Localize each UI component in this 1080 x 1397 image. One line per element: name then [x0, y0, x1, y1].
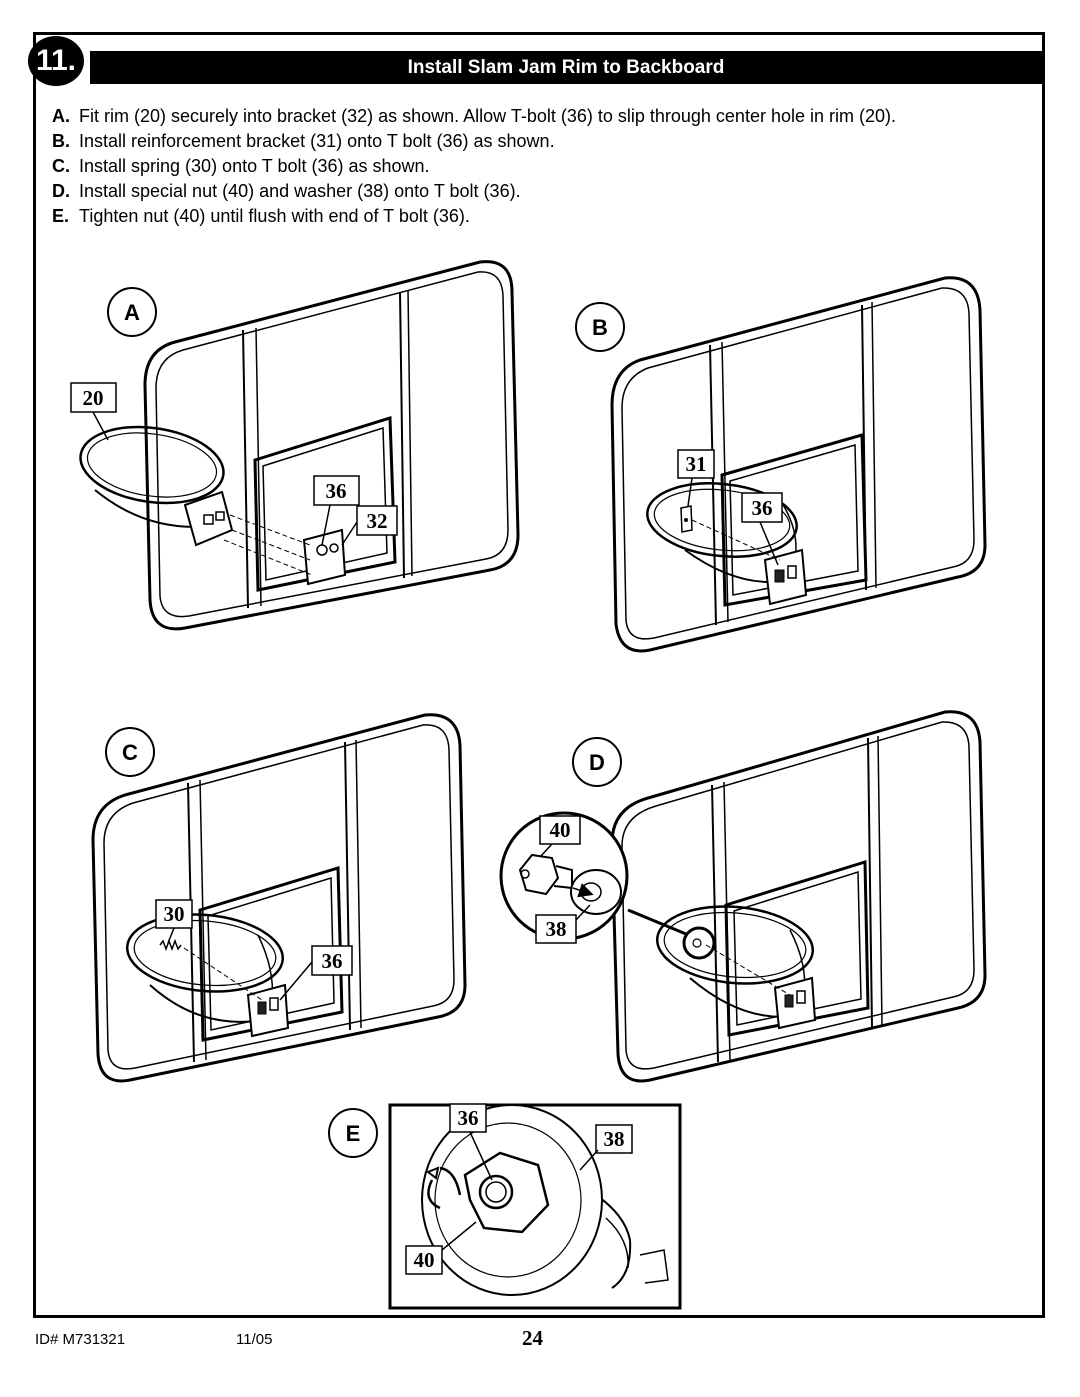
page-frame: [33, 32, 1045, 1318]
part-callout-number: 38: [604, 1127, 625, 1151]
bracket-32-a: [302, 528, 347, 586]
panel-c: C 30 36: [91, 713, 467, 1083]
instruction-letter: C.: [52, 156, 70, 176]
document-id: ID# M731321: [35, 1331, 126, 1348]
instruction-list: A. Fit rim (20) securely into bracket (3…: [52, 104, 1037, 229]
step-number-badge: 11.: [28, 36, 84, 86]
instruction-text: Install reinforcement bracket (31) onto …: [79, 131, 555, 151]
panel-label: A: [124, 300, 140, 325]
part-callout-number: 38: [546, 917, 567, 941]
part-callout-number: 32: [367, 509, 388, 533]
part-callout-box: [741, 492, 783, 523]
panel-label: D: [589, 750, 605, 775]
instruction-item: D. Install special nut (40) and washer (…: [52, 179, 1037, 204]
step-title: Install Slam Jam Rim to Backboard: [90, 51, 1042, 84]
panel-b: B 31 36: [575, 276, 987, 653]
part-callout-number: 36: [322, 949, 343, 973]
instruction-letter: D.: [52, 181, 70, 201]
panel-label: C: [122, 740, 138, 765]
instruction-item: E. Tighten nut (40) until flush with end…: [52, 204, 1037, 229]
part-callout-number: 36: [458, 1106, 479, 1130]
bracket-b: [763, 548, 808, 606]
detail-highlight-circle: [682, 926, 716, 960]
rotate-arrow-icon: [425, 1166, 462, 1210]
panel-e: E 36 38 40: [328, 1103, 682, 1310]
panel-label: B: [592, 315, 608, 340]
panel-label-circle: [575, 302, 625, 352]
instruction-text: Tighten nut (40) until flush with end of…: [79, 206, 470, 226]
part-callout-number: 31: [686, 452, 707, 476]
panel-label-circle: [107, 287, 157, 337]
instruction-item: A. Fit rim (20) securely into bracket (3…: [52, 104, 1037, 129]
panel-d: D: [499, 710, 987, 1083]
instruction-text: Fit rim (20) securely into bracket (32) …: [79, 106, 896, 126]
panel-label: E: [346, 1121, 361, 1146]
part-callout-number: 36: [326, 479, 347, 503]
bracket-c: [246, 983, 290, 1038]
instruction-text: Install special nut (40) and washer (38)…: [79, 181, 521, 201]
instruction-item: B. Install reinforcement bracket (31) on…: [52, 129, 1037, 154]
special-nut-40: [518, 853, 560, 896]
instruction-text: Install spring (30) onto T bolt (36) as …: [79, 156, 430, 176]
panel-a: A 20: [70, 260, 520, 631]
panel-label-circle: [328, 1108, 378, 1158]
panel-label-circle: [572, 737, 622, 787]
part-callout-box: [449, 1103, 487, 1133]
instruction-letter: B.: [52, 131, 70, 151]
washer-38: [570, 869, 622, 915]
bracket-d: [773, 976, 817, 1030]
instruction-item: C. Install spring (30) onto T bolt (36) …: [52, 154, 1037, 179]
instruction-letter: E.: [52, 206, 70, 226]
part-callout-number: 40: [414, 1248, 435, 1272]
part-callout-box: [539, 815, 581, 845]
part-callout-box: [356, 505, 398, 536]
part-callout-box: [535, 914, 577, 944]
part-callout-number: 30: [164, 902, 185, 926]
t-bolt-end-36: [478, 1174, 514, 1210]
fastener-stack-e: [421, 1104, 669, 1296]
backboard-c: [91, 713, 467, 1083]
page-number: 24: [522, 1326, 543, 1350]
part-callout-number: 36: [752, 496, 773, 520]
panel-label-circle: [105, 727, 155, 777]
reinforcement-bracket-31: [680, 505, 693, 533]
instruction-letter: A.: [52, 106, 70, 126]
part-callout-number: 40: [550, 818, 571, 842]
backboard-a: [143, 260, 520, 631]
part-callout-box: [405, 1245, 443, 1275]
part-callout-number: 20: [83, 386, 104, 410]
detail-zoom-d: [499, 811, 629, 941]
backboard-d: [610, 710, 987, 1083]
part-callout-box: [311, 945, 353, 976]
spring-30: [159, 938, 182, 952]
part-callout-box: [595, 1124, 633, 1154]
document-date: 11/05: [236, 1331, 273, 1348]
part-callout-box: [677, 449, 715, 479]
part-callout-box: [313, 475, 360, 506]
